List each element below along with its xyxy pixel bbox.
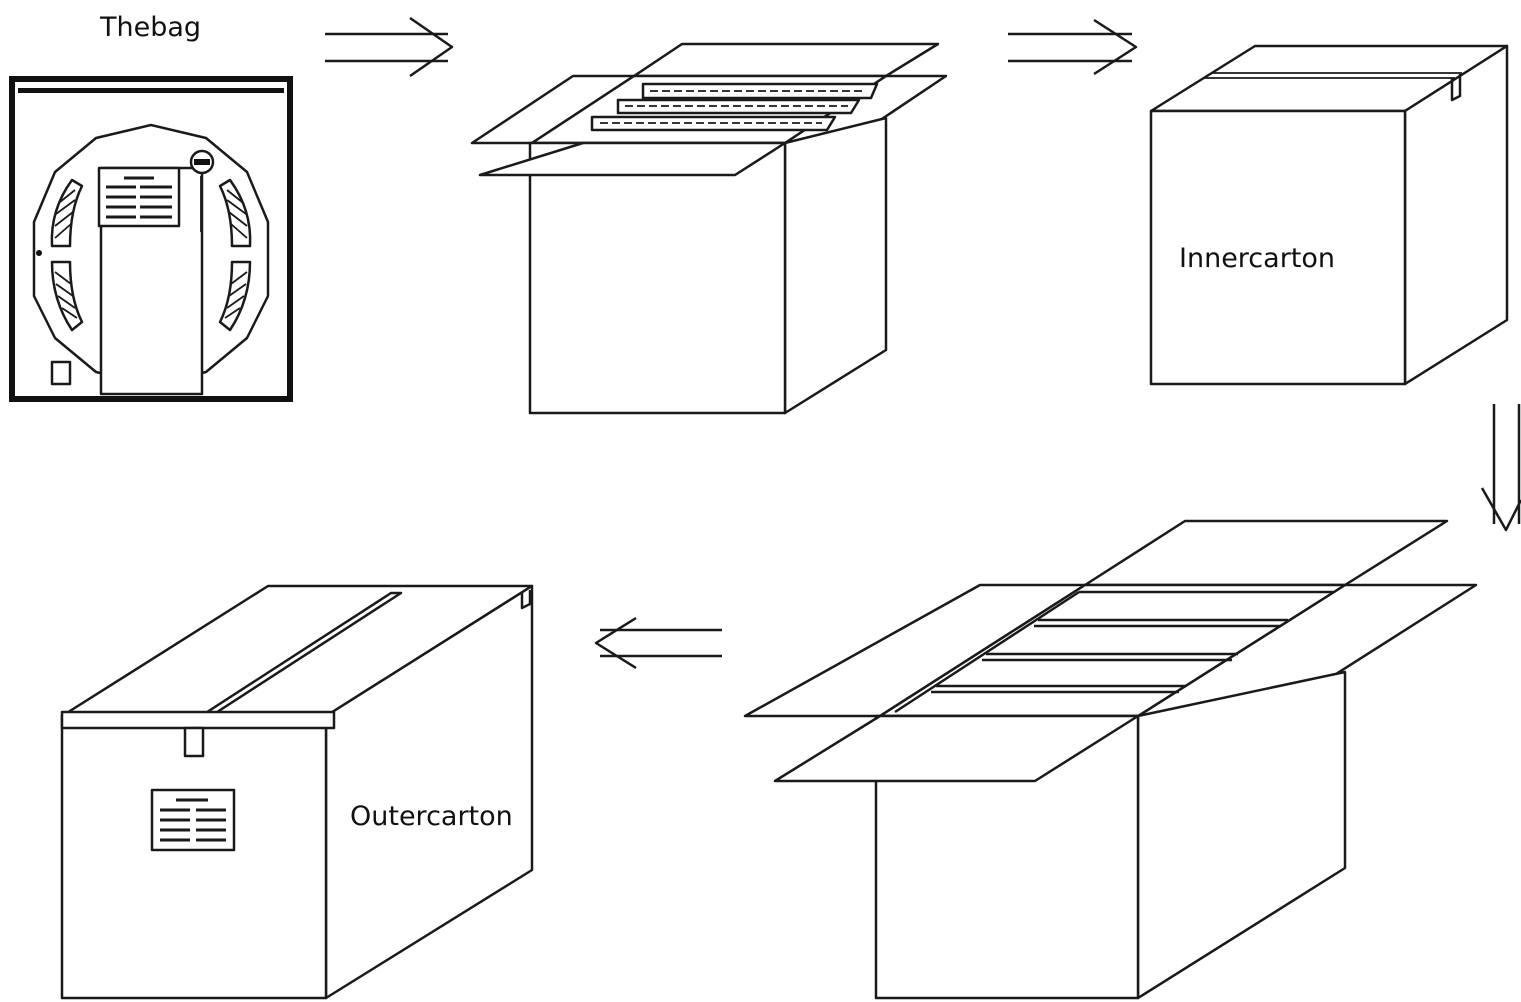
outer-carton — [60, 584, 534, 1000]
arrow-right-2 — [1008, 18, 1138, 76]
reel-slot-left-top — [50, 178, 84, 248]
inner-carton — [1149, 44, 1509, 386]
bag-illustration — [9, 76, 293, 402]
outer-carton-tape-tab — [183, 726, 205, 758]
bag-small-tag — [50, 360, 72, 386]
outer-carton-label-text: Outercarton — [350, 801, 513, 832]
inner-carton-label: Innercarton — [1179, 243, 1335, 274]
open-outer-carton — [743, 519, 1478, 1000]
bag-label: Thebag — [99, 12, 201, 43]
inner-cartons-in-outer — [894, 590, 1333, 714]
open-inner-carton — [470, 42, 948, 415]
reel-slot-right-bottom — [218, 260, 252, 332]
arrow-right-1 — [325, 16, 454, 78]
arrow-left — [594, 616, 722, 670]
bags-in-carton — [590, 82, 879, 132]
reel-slot-right-top — [218, 178, 252, 248]
arrow-down — [1480, 404, 1521, 532]
reel-slot-left-bottom — [50, 260, 84, 332]
